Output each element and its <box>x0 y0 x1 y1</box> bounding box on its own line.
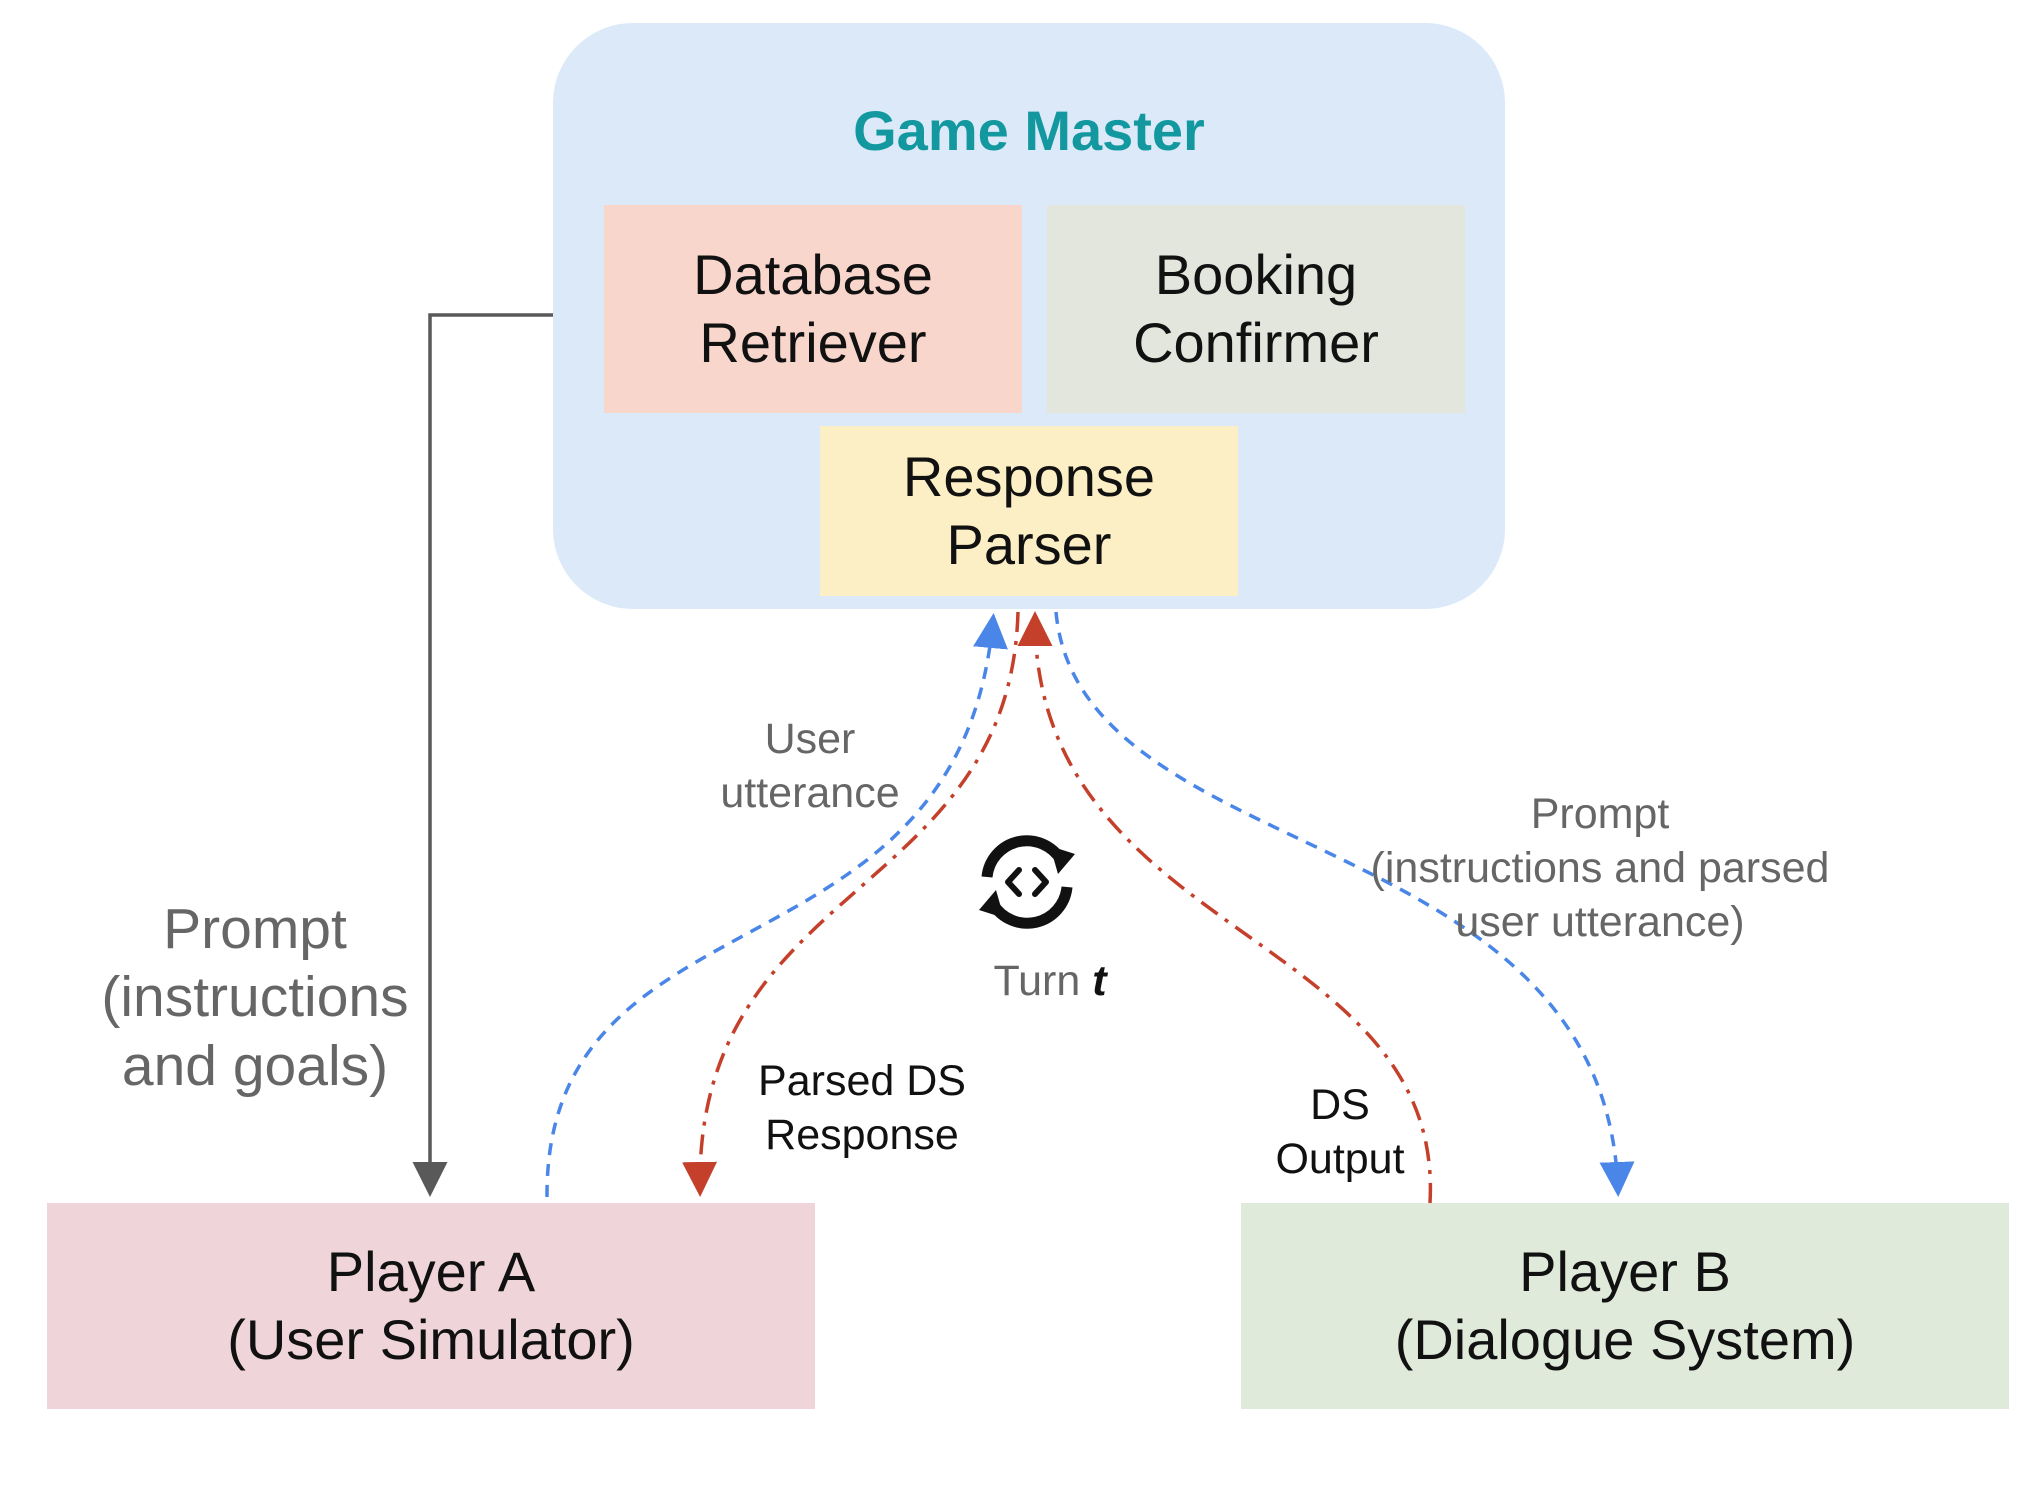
database-retriever-label: Database Retriever <box>693 242 933 374</box>
user-utterance-label: User utterance <box>720 715 900 817</box>
turn-cycle-icon <box>979 835 1075 929</box>
prompt-b-arrow <box>1054 611 1635 1197</box>
turn-label: Turn t <box>930 955 1170 1009</box>
ds-output-arrow <box>1017 611 1432 1204</box>
turn-prefix: Turn <box>993 957 1093 1005</box>
turn-variable: t <box>1092 957 1107 1005</box>
database-retriever-box: Database Retriever <box>604 205 1022 413</box>
response-parser-label: Response Parser <box>902 444 1156 576</box>
ds-output-label: DS Output <box>1275 1081 1405 1183</box>
player-b-label: Player B (Dialogue System) <box>1394 1239 1856 1371</box>
prompt-a-label: Prompt (instructions and goals) <box>101 897 409 1098</box>
user-utterance-arrow <box>545 613 1008 1198</box>
prompt-b-label: Prompt (instructions and parsed user utt… <box>1370 790 1830 946</box>
booking-confirmer-label: Booking Confirmer <box>1133 242 1379 374</box>
parsed-ds-response-arrow <box>682 611 1020 1197</box>
booking-confirmer-box: Booking Confirmer <box>1047 205 1465 413</box>
player-a-label: Player A (User Simulator) <box>227 1239 635 1371</box>
player-b-box: Player B (Dialogue System) <box>1241 1203 2009 1409</box>
parsed-ds-response-label: Parsed DS Response <box>758 1057 966 1159</box>
player-a-box: Player A (User Simulator) <box>47 1203 815 1409</box>
game-master-title: Game Master <box>853 99 1205 162</box>
prompt-a-arrow <box>412 313 553 1197</box>
response-parser-box: Response Parser <box>820 426 1238 596</box>
